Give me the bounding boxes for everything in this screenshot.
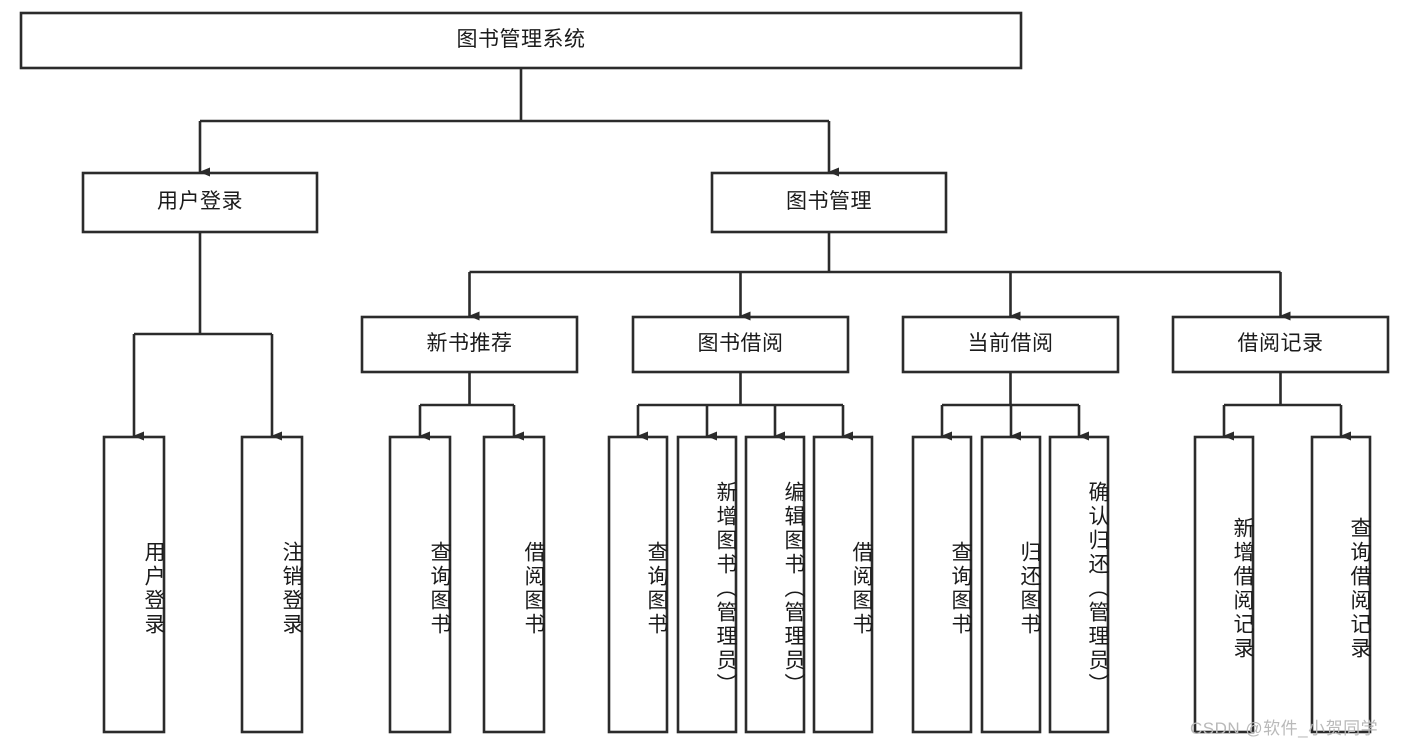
node-box-leaf-add-borrow-record — [1193, 435, 1255, 734]
edge-lines — [132, 69, 1351, 441]
node-box-leaf-user-login — [102, 435, 166, 734]
node-box-book-borrow — [631, 315, 850, 374]
node-box-current-borrow — [901, 315, 1120, 374]
node-box-new-book-recommend — [360, 315, 579, 374]
node-boxes — [19, 11, 1390, 734]
node-box-borrow-record — [1171, 315, 1390, 374]
node-box-leaf-borrow-book-2 — [812, 435, 874, 734]
node-box-leaf-edit-book-admin — [744, 435, 806, 734]
node-box-leaf-borrow-book-1 — [482, 435, 546, 734]
node-box-book-management — [710, 171, 948, 234]
node-box-leaf-logout — [240, 435, 304, 734]
node-box-root — [19, 11, 1023, 70]
csdn-watermark: CSDN @软件_小贺同学 — [1190, 719, 1379, 738]
node-box-leaf-query-book-2 — [607, 435, 669, 734]
node-box-leaf-query-book-1 — [388, 435, 452, 734]
node-box-leaf-return-book — [980, 435, 1042, 734]
node-box-user-login — [81, 171, 319, 234]
node-box-leaf-confirm-return-admin — [1048, 435, 1110, 734]
node-box-leaf-add-book-admin — [676, 435, 738, 734]
node-box-leaf-query-book-3 — [911, 435, 973, 734]
node-box-leaf-query-borrow-record — [1310, 435, 1372, 734]
